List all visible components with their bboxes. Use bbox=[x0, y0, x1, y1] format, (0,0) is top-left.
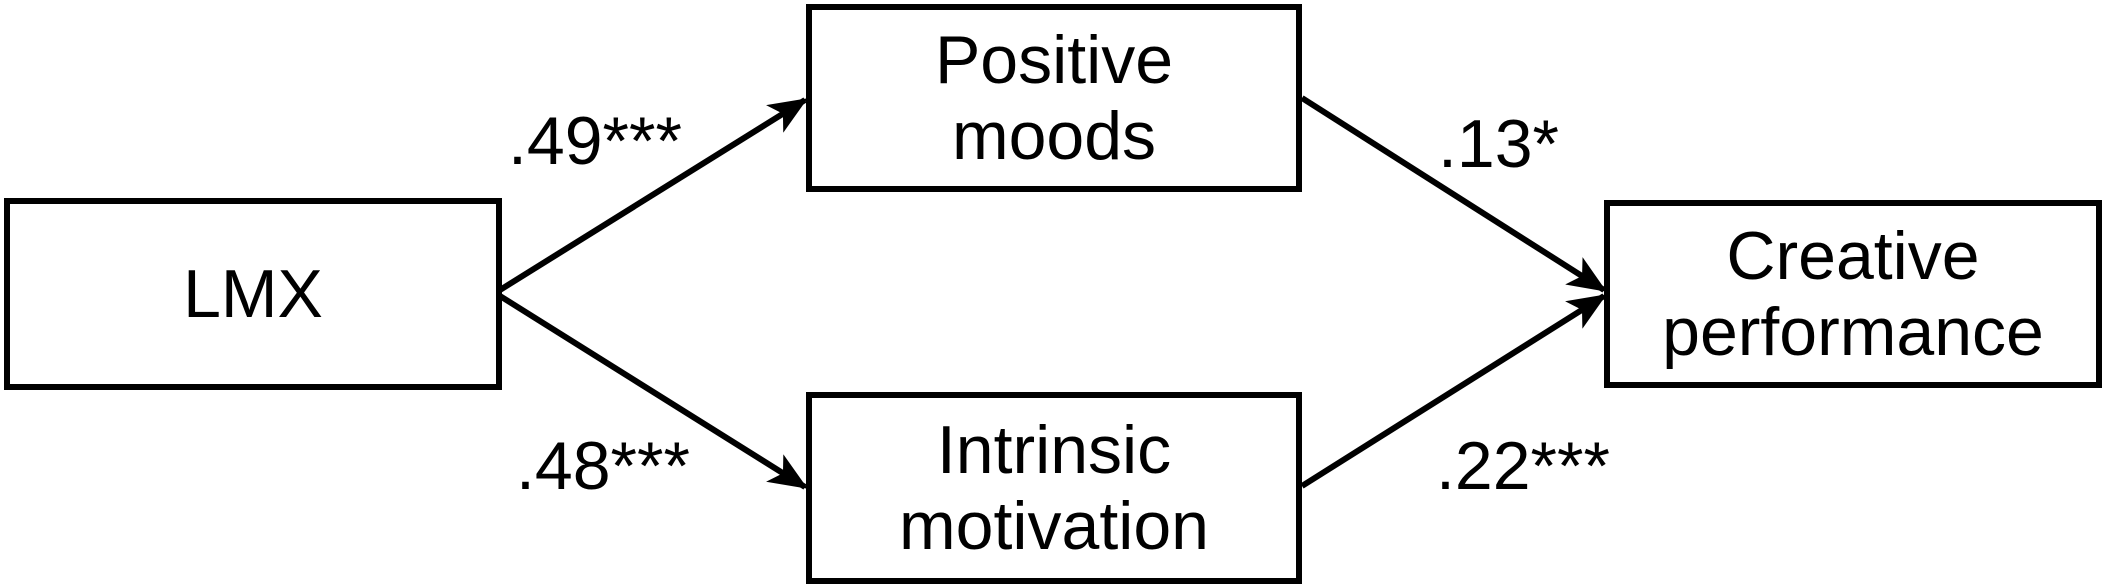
coefficient-positive-moods-to-creative-performance: .13* bbox=[1438, 106, 1559, 182]
node-lmx: LMX bbox=[4, 198, 502, 390]
node-creative-performance-line-2: performance bbox=[1662, 294, 2044, 370]
arrow-positive-moods-to-creative-performance bbox=[1300, 95, 1607, 293]
arrow-lmx-to-positive-moods bbox=[498, 97, 808, 293]
node-lmx-label: LMX bbox=[183, 255, 323, 332]
arrow-lmx-to-intrinsic-motivation bbox=[498, 293, 808, 490]
coefficient-lmx-to-positive-moods: .49*** bbox=[508, 103, 682, 179]
node-positive-moods-line-2: moods bbox=[951, 98, 1157, 174]
node-positive-moods: Positive moods bbox=[806, 4, 1302, 192]
node-intrinsic-motivation: Intrinsic motivation bbox=[806, 392, 1302, 584]
coefficient-lmx-to-intrinsic-motivation: .48*** bbox=[516, 428, 690, 504]
node-creative-performance-line-1: Creative bbox=[1726, 217, 1980, 294]
node-positive-moods-line-1: Positive bbox=[934, 21, 1174, 98]
coefficient-intrinsic-motivation-to-creative-performance: .22*** bbox=[1436, 428, 1610, 504]
arrow-intrinsic-motivation-to-creative-performance bbox=[1300, 293, 1607, 489]
node-intrinsic-motivation-line-2: motivation bbox=[899, 488, 1209, 564]
node-intrinsic-motivation-line-1: Intrinsic bbox=[936, 411, 1172, 488]
node-creative-performance: Creative performance bbox=[1604, 200, 2102, 388]
